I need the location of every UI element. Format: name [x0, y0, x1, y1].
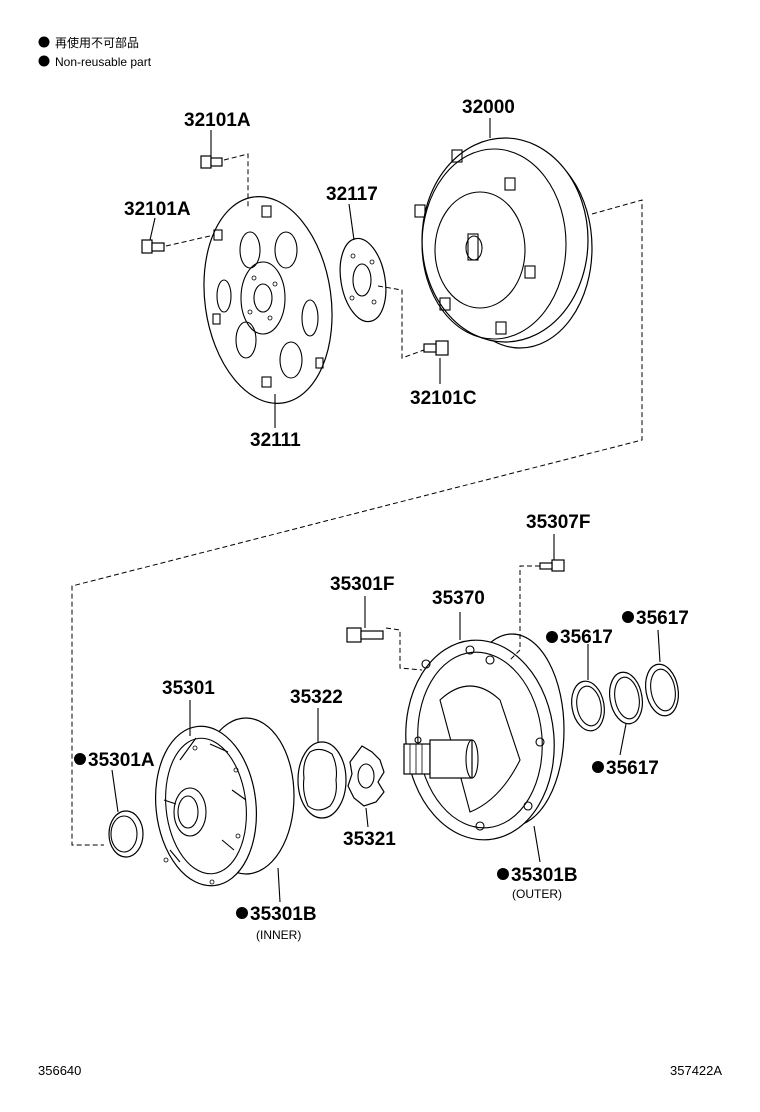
drive-gear-part[interactable]: [347, 745, 385, 807]
label-35301: 35301: [162, 678, 215, 699]
bolt-35307f[interactable]: [539, 559, 565, 572]
drive-plate-part[interactable]: [191, 188, 345, 412]
stator-shaft-assembly-part[interactable]: [398, 633, 565, 846]
label-35301b-outer: 35301B: [511, 865, 578, 886]
label-35617-a: 35617: [560, 627, 613, 648]
label-32101a-lower: 32101A: [124, 199, 191, 220]
non-reusable-bullet-icon: [622, 611, 634, 623]
label-35370: 35370: [432, 588, 485, 609]
torque-converter-part[interactable]: [414, 137, 593, 349]
label-32101c: 32101C: [410, 388, 477, 409]
non-reusable-bullet-icon: [592, 761, 604, 773]
driven-gear-part[interactable]: [297, 741, 347, 819]
oil-seal-part[interactable]: [108, 810, 144, 858]
oil-pump-body-part[interactable]: [148, 717, 295, 891]
label-35301b-inner: 35301B: [250, 904, 317, 925]
non-reusable-bullet-icon: [546, 631, 558, 643]
label-32117: 32117: [326, 184, 378, 205]
bolt-35301f[interactable]: [346, 627, 384, 643]
legend-jp: 再使用不可部品: [55, 35, 139, 50]
label-35321: 35321: [343, 829, 396, 850]
non-reusable-bullet-icon: [38, 55, 50, 67]
label-32101a-upper: 32101A: [184, 110, 251, 131]
spacer-plate-part[interactable]: [334, 235, 392, 325]
label-32000: 32000: [462, 97, 515, 118]
non-reusable-bullet-icon: [236, 907, 248, 919]
note-outer: (OUTER): [512, 887, 562, 901]
clutch-drum-seal-ring-1[interactable]: [568, 679, 608, 734]
label-35307f: 35307F: [526, 512, 590, 533]
non-reusable-bullet-icon: [497, 868, 509, 880]
label-35617-c: 35617: [606, 758, 659, 779]
note-inner: (INNER): [256, 928, 301, 942]
clutch-drum-seal-ring-3[interactable]: [642, 662, 683, 719]
label-35301f: 35301F: [330, 574, 394, 595]
label-32111: 32111: [250, 430, 301, 451]
legend-en: Non-reusable part: [55, 55, 152, 69]
label-35322: 35322: [290, 687, 343, 708]
footer-right-code: 357422A: [670, 1063, 722, 1078]
bolt-32101a-upper[interactable]: [200, 155, 223, 169]
non-reusable-bullet-icon: [74, 753, 86, 765]
label-35617-b: 35617: [636, 608, 689, 629]
non-reusable-bullet-icon: [38, 36, 50, 48]
clutch-drum-seal-ring-2[interactable]: [606, 670, 647, 727]
bolt-32101a-lower[interactable]: [141, 239, 165, 254]
footer-left-code: 356640: [38, 1063, 81, 1078]
bolt-32101c[interactable]: [423, 340, 449, 356]
label-35301a: 35301A: [88, 750, 155, 771]
